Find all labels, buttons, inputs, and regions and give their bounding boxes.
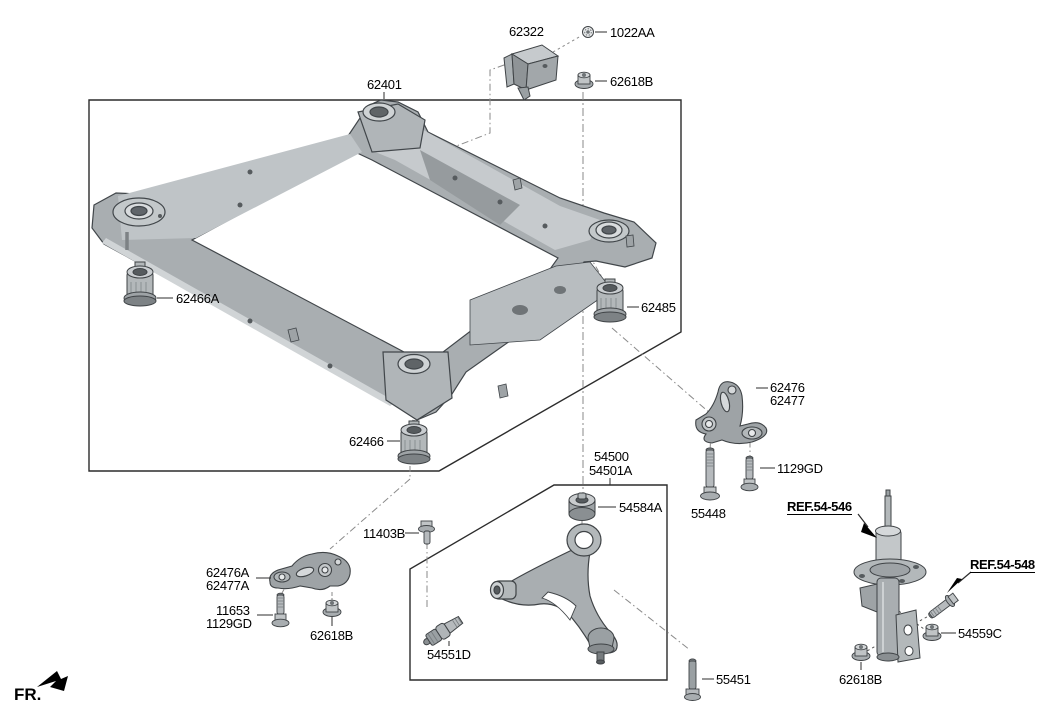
label-62477A: 62477A [206, 578, 250, 593]
nut-54559C [922, 623, 942, 641]
label-54559C: 54559C [958, 626, 1002, 641]
label-front-marker: FR. [14, 685, 42, 704]
label-62618B-bottom: 62618B [839, 672, 883, 687]
label-1129GD-right: 1129GD [777, 461, 823, 476]
ref-54-546-arrow [857, 513, 877, 538]
label-54551D: 54551D [427, 647, 471, 662]
label-1129GD-left: 1129GD [206, 616, 252, 631]
label-11403B: 11403B [363, 526, 406, 541]
label-62466: 62466 [349, 434, 384, 449]
label-62322: 62322 [509, 24, 544, 39]
bracket-62476A-62477A [269, 551, 351, 591]
bushing-62466 [397, 420, 431, 465]
label-54500: 54500 [594, 449, 629, 464]
label-55448: 55448 [691, 506, 726, 521]
label-ref-54-546: REF.54-546 [787, 499, 852, 515]
bushing-62466A [123, 261, 157, 307]
label-62401: 62401 [367, 77, 402, 92]
crossmember-62401 [91, 99, 657, 429]
leader-lines [157, 31, 956, 680]
main-crossmember-box [88, 99, 682, 472]
bracket-62322 [503, 44, 560, 101]
front-direction-arrow [37, 671, 68, 691]
label-62618B-left: 62618B [310, 628, 354, 643]
bolt-1129GD-right [740, 455, 759, 492]
label-11653: 11653 [216, 603, 250, 618]
assembly-centerlines [139, 35, 947, 652]
ref-54-548-arrow [947, 571, 972, 593]
label-55451: 55451 [716, 672, 751, 687]
bolt-11403B [418, 520, 435, 545]
control-arm-54500 [489, 523, 618, 654]
label-62476A: 62476A [206, 565, 250, 580]
label-ref-54-548: REF.54-548 [970, 557, 1035, 573]
bushing-62485 [593, 278, 627, 323]
bolt-55448 [700, 447, 720, 501]
ball-joint [587, 627, 615, 665]
bushing-54584A [568, 492, 596, 521]
label-62618B-top: 62618B [610, 74, 654, 89]
bracket-62476-62477 [695, 381, 768, 445]
label-1022AA: 1022AA [610, 25, 655, 40]
bolt-ref-54-548 [928, 592, 959, 619]
ball-joint-54551D [423, 615, 464, 646]
nut-62618B-left [322, 599, 342, 617]
bolt-55451 [684, 658, 701, 701]
label-62477: 62477 [770, 393, 805, 408]
label-54501A: 54501A [589, 463, 633, 478]
label-62476: 62476 [770, 380, 805, 395]
grommet-1022AA [582, 26, 594, 38]
nut-62618B-bottom [851, 643, 871, 661]
label-62466A: 62466A [176, 291, 220, 306]
strut-assembly [853, 489, 927, 663]
label-54584A: 54584A [619, 500, 663, 515]
nut-62618B-top [574, 71, 594, 89]
control-arm-box [409, 484, 668, 681]
bolt-11653-1129GD [271, 592, 290, 628]
label-62485: 62485 [641, 300, 676, 315]
